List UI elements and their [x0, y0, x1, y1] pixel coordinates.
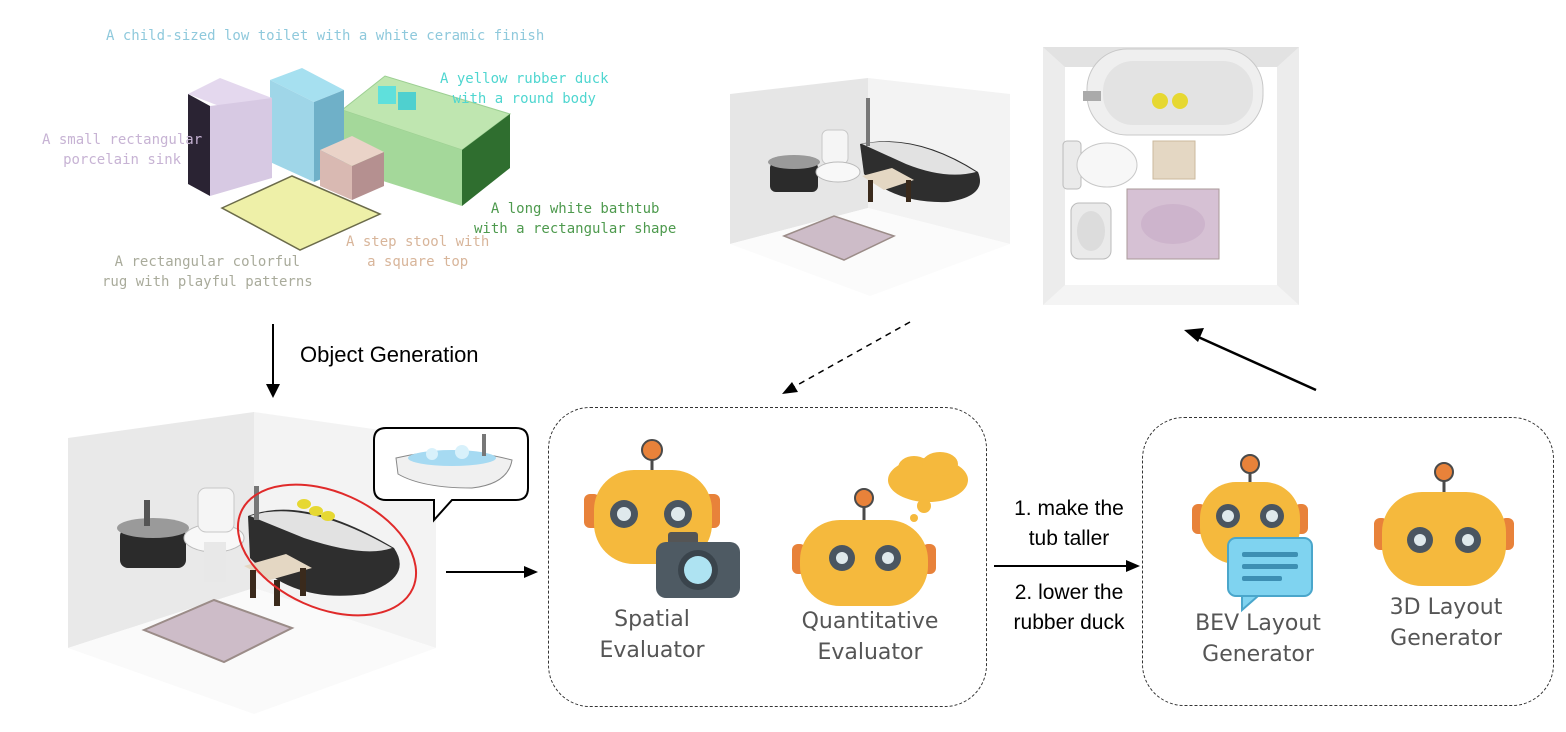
- rug-render: [141, 598, 295, 664]
- spatial-evaluator-line2: Evaluator: [599, 638, 705, 663]
- stool-block-side: [352, 152, 384, 200]
- rendered-room-bottom: [68, 412, 436, 714]
- generator-group: [1142, 417, 1554, 706]
- rug-prompt-line2: rug with playful patterns: [102, 274, 313, 290]
- sink-render: [120, 528, 186, 568]
- bev-layout-generator-line1: BEV Layout: [1195, 611, 1321, 636]
- duck-cube-1: [378, 86, 396, 104]
- feedback-item-2-line2: rubber duck: [1013, 611, 1125, 634]
- feedback-item-2-line1: 2. lower the: [1014, 581, 1124, 604]
- sink-prompt-line2: porcelain sink: [63, 152, 182, 168]
- rendered-room-top: [730, 78, 1010, 296]
- feedback-item-1-line1: 1. make the: [1014, 497, 1124, 520]
- spatial-evaluator-line1: Spatial: [614, 607, 690, 632]
- 3d-layout-generator-robot: [1374, 462, 1514, 586]
- sink-prompt-line1: A small rectangular: [42, 132, 203, 148]
- bathtub-prompt-line1: A long white bathtub: [490, 201, 660, 217]
- rug-prompt-line1: A rectangular colorful: [114, 254, 301, 270]
- bathtub-block-front: [342, 110, 462, 206]
- stool-prompt-line2: a square top: [367, 254, 469, 270]
- generator-to-bev-arrow: [1184, 328, 1317, 392]
- camera-icon: [656, 532, 740, 598]
- stool-render-top: [862, 168, 914, 190]
- stool-prompt-line1: A step stool with: [346, 234, 490, 250]
- layout-blocks: [188, 68, 512, 251]
- bathtub-prompt: A long white bathtub with a rectangular …: [474, 199, 676, 239]
- stool-block-top: [320, 136, 384, 166]
- feedback-arrow: [994, 560, 1140, 572]
- rug-render-top: [781, 215, 896, 261]
- duck-prompt-line1: A yellow rubber duck: [440, 71, 609, 87]
- 3d-layout-generator-label: 3D Layout Generator: [1366, 592, 1526, 654]
- bev-top-view: [1043, 47, 1299, 305]
- duck-prompt: A yellow rubber duck with a round body: [440, 69, 609, 109]
- feedback-item-1: 1. make the tub taller: [994, 494, 1144, 554]
- quantitative-evaluator-robot: [792, 488, 936, 606]
- stool-prompt: A step stool with a square top: [346, 232, 489, 272]
- feedback-item-2: 2. lower the rubber duck: [994, 578, 1144, 638]
- thought-cloud-icon: [888, 452, 968, 522]
- highlight-ellipse: [236, 483, 418, 617]
- quantitative-evaluator-line1: Quantitative: [801, 609, 939, 634]
- object-generation-arrow: [266, 324, 280, 398]
- bathtub-prompt-line2: with a rectangular shape: [474, 221, 677, 237]
- spatial-evaluator-label: Spatial Evaluator: [582, 604, 722, 666]
- object-generation-label: Object Generation: [300, 342, 479, 367]
- bathtub-speech-bubble: [373, 427, 529, 523]
- 3d-layout-generator-line1: 3D Layout: [1389, 595, 1503, 620]
- toilet-block-front: [270, 80, 314, 182]
- stool-bev: [1152, 140, 1196, 180]
- evaluator-group: [548, 407, 987, 707]
- rug-prompt: A rectangular colorful rug with playful …: [102, 252, 313, 292]
- dashed-feedback-arrow: [782, 321, 911, 394]
- sink-block-left: [188, 94, 210, 196]
- sink-block-front: [210, 98, 272, 196]
- duck-cube-2: [398, 92, 416, 110]
- chat-bubble-icon: [1227, 537, 1313, 613]
- bathtub-block-side: [462, 114, 510, 206]
- toilet-block-top: [270, 68, 344, 102]
- 3d-layout-generator-line2: Generator: [1390, 626, 1502, 651]
- sink-prompt: A small rectangular porcelain sink: [42, 130, 202, 170]
- feedback-item-1-line2: tub taller: [1028, 527, 1110, 550]
- sink-render-top: [770, 162, 818, 192]
- bev-layout-generator-label: BEV Layout Generator: [1178, 608, 1338, 670]
- rug-block: [220, 175, 382, 251]
- toilet-render-top: [821, 129, 849, 165]
- quantitative-evaluator-label: Quantitative Evaluator: [790, 606, 950, 668]
- room-to-evaluator-arrow: [446, 566, 538, 578]
- bev-layout-generator-line2: Generator: [1202, 642, 1314, 667]
- quantitative-evaluator-line2: Evaluator: [817, 640, 923, 665]
- duck-prompt-line2: with a round body: [452, 91, 596, 107]
- toilet-prompt: A child-sized low toilet with a white ce…: [106, 28, 545, 44]
- stool-block-front: [320, 150, 352, 200]
